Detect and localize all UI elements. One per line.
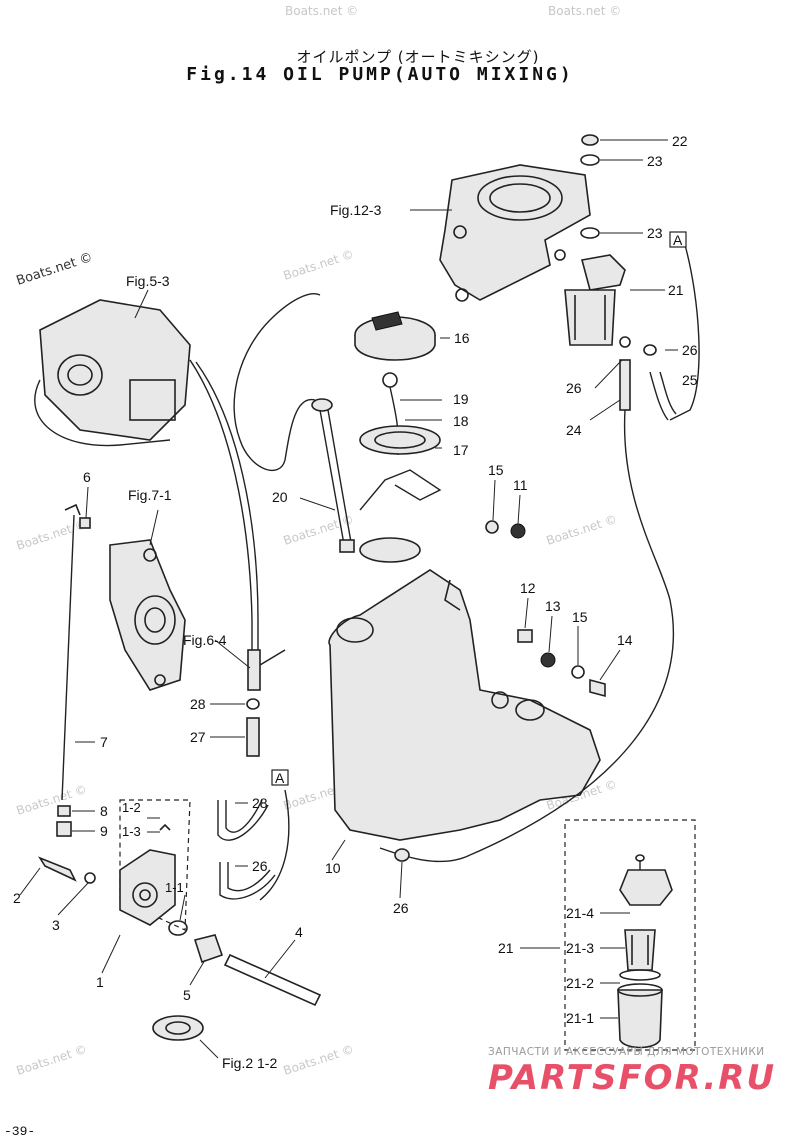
fitting-26 bbox=[394, 848, 410, 899]
part-label: 26 bbox=[682, 342, 698, 358]
watermark: Boats.net © bbox=[282, 1042, 356, 1078]
part-label: 15 bbox=[572, 609, 588, 625]
watermark: Boats.net © bbox=[15, 1042, 89, 1078]
title-english: Fig.14 OIL PUMP(AUTO MIXING) bbox=[186, 64, 574, 85]
part-label: 21 bbox=[498, 940, 514, 956]
pump-link-rod-6-7 bbox=[61, 486, 95, 801]
fuel-hose bbox=[469, 409, 675, 856]
part-label: 23 bbox=[647, 153, 663, 169]
part-label: 28 bbox=[252, 795, 268, 811]
part-label: 7 bbox=[100, 734, 108, 750]
fig-ref-21-2: Fig.2 1-2 bbox=[222, 1055, 277, 1071]
watermark: Boats.net © bbox=[15, 517, 89, 553]
title-japanese: オイルポンプ (オートミキシング) bbox=[296, 48, 540, 66]
oil-tank-10 bbox=[328, 569, 601, 863]
part-label: 1-2 bbox=[122, 800, 141, 815]
ref-marker-box bbox=[669, 231, 687, 248]
part-label: 9 bbox=[100, 823, 108, 839]
bracket-fig-7-1 bbox=[109, 509, 186, 691]
part-label: 13 bbox=[545, 598, 561, 614]
watermarks: Boats.net © Boats.net © Boats.net © Boat… bbox=[15, 4, 622, 1078]
part-label: 8 bbox=[100, 803, 108, 819]
part-label: 12 bbox=[520, 580, 536, 596]
logo-subtitle: ЗАПЧАСТИ И АКСЕССУАРЫ ДЛЯ МОТОТЕХНИКИ bbox=[488, 1046, 765, 1058]
part-label: 21-4 bbox=[566, 905, 594, 921]
part-label: 26 bbox=[393, 900, 409, 916]
watermark: Boats.net © bbox=[15, 782, 89, 818]
part-label: 10 bbox=[325, 860, 341, 876]
filler-neck-ring bbox=[359, 537, 421, 563]
part-label: 4 bbox=[295, 924, 303, 940]
part-label: 19 bbox=[453, 391, 469, 407]
partsfor-logo: PARTSFOR.RU bbox=[488, 1058, 777, 1098]
fig-ref-5-3: Fig.5-3 bbox=[126, 273, 170, 289]
oil-strainer-17-18-19 bbox=[359, 372, 442, 511]
oil-pump-1 bbox=[19, 799, 191, 974]
hoses-24-25-26 bbox=[589, 244, 700, 421]
fuel-filter-21 bbox=[564, 134, 668, 346]
carburetor-hose bbox=[189, 359, 253, 680]
part-label: 25 bbox=[682, 372, 698, 388]
part-label: 17 bbox=[453, 442, 469, 458]
fig-ref-6-4: Fig.6-4 bbox=[183, 632, 227, 648]
part-label: 5 bbox=[183, 987, 191, 1003]
part-label: 14 bbox=[617, 632, 633, 648]
part-label: 18 bbox=[453, 413, 469, 429]
ref-marker-box bbox=[271, 769, 289, 786]
carburetor-fig-5-3 bbox=[34, 289, 191, 447]
gear-fig-21-2 bbox=[152, 1015, 219, 1059]
ref-marker-a: A bbox=[275, 770, 285, 786]
part-label: 27 bbox=[190, 729, 206, 745]
watermark: Boats.net © bbox=[285, 4, 358, 18]
tank-mount-hardware bbox=[485, 479, 621, 698]
part-label: 11 bbox=[513, 477, 528, 493]
part-label: 1-3 bbox=[122, 824, 141, 839]
part-label: 22 bbox=[672, 133, 688, 149]
fig-ref-12-3: Fig.12-3 bbox=[330, 202, 382, 218]
part-label: 1 bbox=[96, 974, 104, 990]
part-label: 26 bbox=[566, 380, 582, 396]
pump-parts-8-9 bbox=[56, 805, 95, 837]
part-label: 2 bbox=[13, 890, 21, 906]
part-label: 26 bbox=[252, 858, 268, 874]
shaft-4-5 bbox=[189, 934, 322, 1007]
part-label: 21-3 bbox=[566, 940, 594, 956]
bracket-fig-12-3 bbox=[410, 164, 591, 302]
oil-level-gauge-20 bbox=[233, 293, 355, 553]
part-label: 23 bbox=[647, 225, 663, 241]
fuel-filter-exploded-21 bbox=[520, 819, 696, 1051]
part-label: 21-2 bbox=[566, 975, 594, 991]
part-label: 24 bbox=[566, 422, 582, 438]
watermark: Boats.net © bbox=[545, 512, 619, 548]
ref-marker-a: A bbox=[673, 232, 683, 248]
oil-tank-cap-16 bbox=[354, 311, 450, 361]
pump-hoses bbox=[217, 789, 290, 901]
part-label: 21 bbox=[668, 282, 684, 298]
carburetor-hose-2 bbox=[195, 361, 259, 680]
part-label: 20 bbox=[272, 489, 288, 505]
watermark: Boats.net © bbox=[282, 247, 356, 283]
part-label: 1-1 bbox=[165, 880, 184, 895]
part-label: 28 bbox=[190, 696, 206, 712]
part-label: 15 bbox=[488, 462, 504, 478]
joint-fig-6-4 bbox=[210, 639, 286, 757]
page-number: -39- bbox=[4, 1124, 36, 1139]
labels: A A Fig.12-3 Fig.5-3 Fig.7-1 Fig.6-4 Fig… bbox=[13, 133, 698, 1071]
fig-ref-7-1: Fig.7-1 bbox=[128, 487, 172, 503]
part-label: 3 bbox=[52, 917, 60, 933]
part-label: 16 bbox=[454, 330, 470, 346]
watermark: Boats.net © bbox=[548, 4, 621, 18]
part-label: 6 bbox=[83, 469, 91, 485]
watermark: Boats.net © bbox=[15, 250, 95, 289]
part-label: 21-1 bbox=[566, 1010, 594, 1026]
